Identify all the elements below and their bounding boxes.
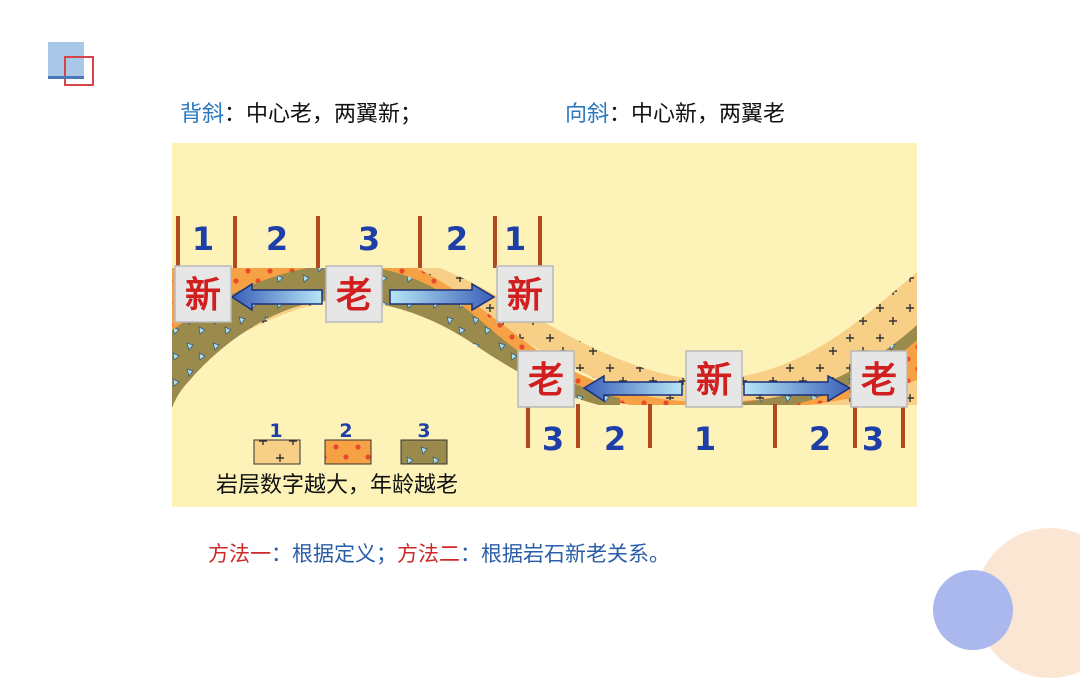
label-new-text: 新 bbox=[507, 275, 543, 316]
legend-swatch-layer-3 bbox=[401, 440, 447, 464]
top-number: 2 bbox=[446, 220, 468, 258]
label-new-text: 新 bbox=[185, 275, 221, 316]
bottom-number: 2 bbox=[604, 420, 626, 458]
bottom-number: 1 bbox=[694, 420, 716, 458]
method-line: 方法一：根据定义；方法二：根据岩石新老关系。 bbox=[208, 538, 670, 568]
top-number: 1 bbox=[504, 220, 526, 258]
label-old-text: 老 bbox=[528, 360, 564, 401]
legend-number: 3 bbox=[417, 420, 430, 442]
method-2-label: 方法二 bbox=[397, 542, 460, 566]
label-old-text: 老 bbox=[861, 360, 897, 401]
legend-swatch-layer-2 bbox=[325, 440, 371, 464]
label-box-new: 新 bbox=[686, 351, 742, 407]
label-box-old: 老 bbox=[326, 266, 382, 322]
method-2-text: ：根据岩石新老关系。 bbox=[460, 542, 670, 566]
top-number: 1 bbox=[192, 220, 214, 258]
label-old-text: 老 bbox=[336, 275, 372, 316]
label-box-new: 新 bbox=[497, 266, 553, 322]
legend-caption: 岩层数字越大，年龄越老 bbox=[216, 473, 458, 498]
top-number: 2 bbox=[266, 220, 288, 258]
method-1-text: ：根据定义； bbox=[271, 542, 397, 566]
top-number: 3 bbox=[358, 220, 380, 258]
legend-number: 1 bbox=[269, 420, 282, 442]
label-box-old: 老 bbox=[851, 351, 907, 407]
label-box-new: 新 bbox=[175, 266, 231, 322]
method-1-label: 方法一 bbox=[208, 542, 271, 566]
legend-number: 2 bbox=[339, 420, 352, 442]
bottom-number: 3 bbox=[862, 420, 884, 458]
bottom-number: 2 bbox=[809, 420, 831, 458]
label-new-text: 新 bbox=[696, 360, 732, 401]
bottom-number: 3 bbox=[542, 420, 564, 458]
label-box-old: 老 bbox=[518, 351, 574, 407]
fold-diagram: 1 2 3 2 1 3 2 1 2 3 新 老 新 老 bbox=[0, 0, 1080, 608]
legend-swatch-layer-1 bbox=[254, 440, 300, 464]
